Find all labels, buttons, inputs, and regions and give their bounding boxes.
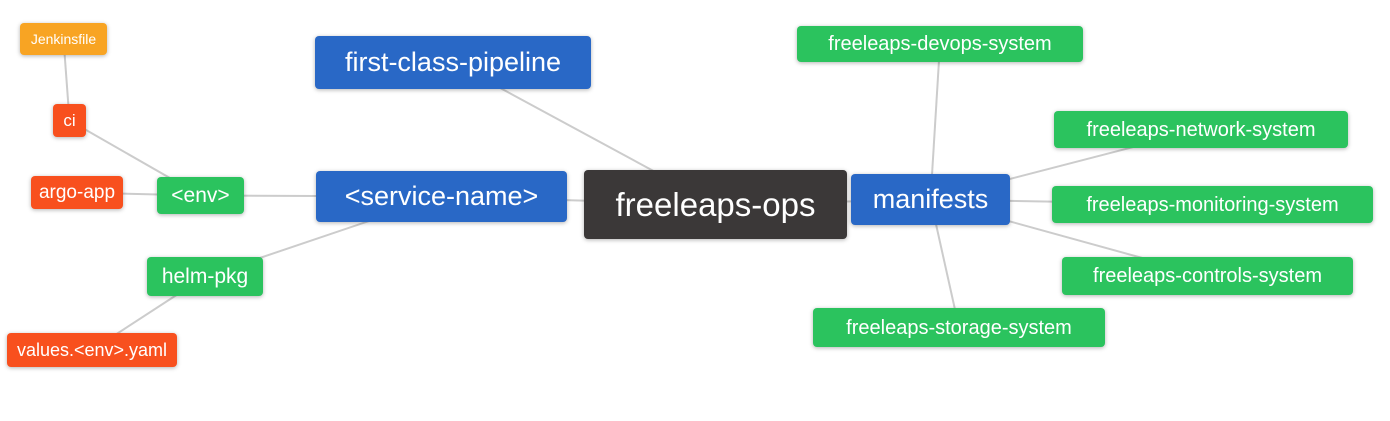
edge-manifests--freeleaps-devops-system xyxy=(929,43,941,200)
node-jenkinsfile[interactable]: Jenkinsfile xyxy=(20,23,107,55)
node-argo-app[interactable]: argo-app xyxy=(31,176,123,209)
node-freeleaps-network-system[interactable]: freeleaps-network-system xyxy=(1054,111,1348,148)
node-freeleaps-storage-system[interactable]: freeleaps-storage-system xyxy=(813,308,1105,347)
node-freeleaps-devops-system[interactable]: freeleaps-devops-system xyxy=(797,26,1083,62)
node-service-name[interactable]: <service-name> xyxy=(316,171,567,222)
node-first-class-pipeline[interactable]: first-class-pipeline xyxy=(315,36,591,89)
node-manifests[interactable]: manifests xyxy=(851,174,1010,225)
node-freeleaps-ops[interactable]: freeleaps-ops xyxy=(584,170,847,239)
node-helm-pkg[interactable]: helm-pkg xyxy=(147,257,263,296)
node-freeleaps-monitoring-system[interactable]: freeleaps-monitoring-system xyxy=(1052,186,1373,223)
node-env[interactable]: <env> xyxy=(157,177,244,214)
node-values-env-yaml[interactable]: values.<env>.yaml xyxy=(7,333,177,367)
node-freeleaps-controls-system[interactable]: freeleaps-controls-system xyxy=(1062,257,1353,295)
node-ci[interactable]: ci xyxy=(53,104,86,137)
